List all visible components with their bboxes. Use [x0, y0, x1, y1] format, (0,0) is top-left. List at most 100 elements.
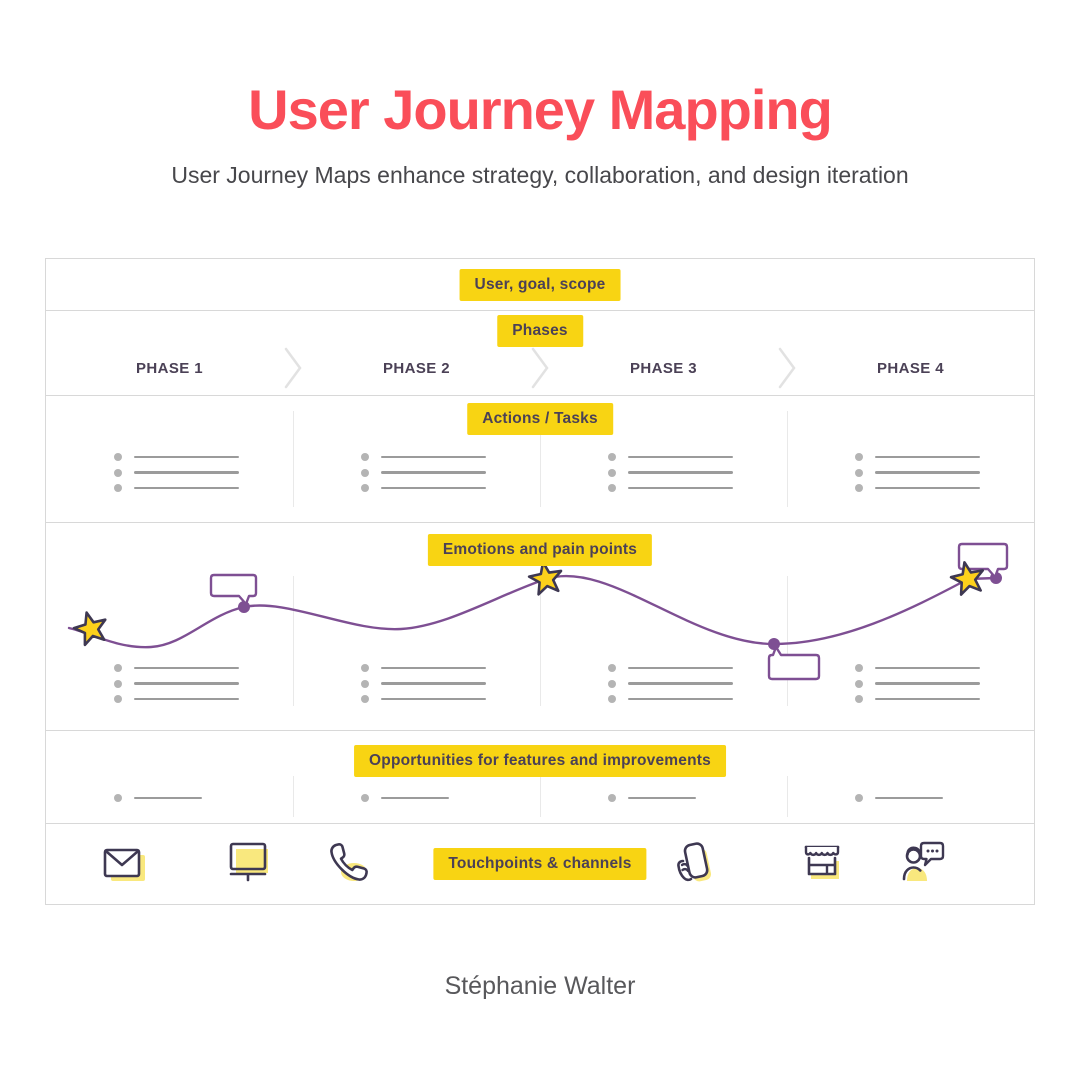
- bullet-dot: [361, 695, 369, 703]
- emotion-curve: [67, 574, 998, 649]
- opportunity-placeholder: [361, 794, 449, 810]
- placeholder-item: [361, 468, 486, 477]
- row-touchpoints: Touchpoints & channels: [46, 824, 1034, 904]
- speech-bubble-icon: [767, 645, 821, 681]
- phase-2-cell: PHASE 2: [293, 340, 540, 396]
- placeholder-item: [114, 794, 202, 802]
- bullet-dot: [114, 794, 122, 802]
- bullet-dot: [855, 664, 863, 672]
- actions-tasks-badge: Actions / Tasks: [467, 403, 613, 435]
- placeholder-line: [381, 697, 486, 701]
- emotions-badge: Emotions and pain points: [427, 534, 653, 566]
- speech-bubble-icon: [957, 542, 1009, 579]
- desktop-icon: [229, 842, 268, 882]
- email-icon: [103, 848, 145, 881]
- placeholder-item: [114, 679, 239, 688]
- speech-bubble-icon: [209, 573, 258, 606]
- placeholder-line: [381, 796, 449, 800]
- opportunity-placeholder: [114, 794, 202, 810]
- bullet-dot: [608, 695, 616, 703]
- placeholder-item: [361, 484, 486, 492]
- placeholder-line: [381, 455, 486, 459]
- placeholder-line: [134, 486, 239, 490]
- opportunity-placeholder: [608, 794, 696, 810]
- page-subtitle: User Journey Maps enhance strategy, coll…: [171, 162, 909, 188]
- user-goal-scope-badge: User, goal, scope: [459, 268, 621, 301]
- bullet-dot: [114, 453, 122, 461]
- bullet-dot: [855, 679, 863, 688]
- placeholder-item: [608, 794, 696, 802]
- bullet-dot: [608, 468, 616, 477]
- placeholder-line: [875, 666, 980, 670]
- placeholder-line: [875, 682, 980, 685]
- placeholder-item: [608, 453, 733, 461]
- phase-4-cell: PHASE 4: [787, 340, 1034, 396]
- placeholder-item: [114, 695, 239, 703]
- placeholder-line: [381, 471, 486, 474]
- placeholder-item: [361, 679, 486, 688]
- bullet-dot: [114, 664, 122, 672]
- phase-3-label: PHASE 3: [630, 359, 697, 377]
- placeholder-item: [608, 664, 733, 672]
- placeholder-line: [134, 666, 239, 670]
- bullet-dot: [855, 794, 863, 802]
- star-icon: [527, 560, 563, 596]
- row-actions-tasks: Actions / Tasks: [46, 396, 1034, 523]
- placeholder-item: [855, 453, 980, 461]
- placeholder-item: [361, 695, 486, 703]
- actions-placeholder-list: [361, 453, 486, 500]
- emotion-curve-graphic: [67, 542, 1009, 681]
- bullet-dot: [855, 453, 863, 461]
- bullet-dot: [608, 453, 616, 461]
- chevron-right-icon: [531, 347, 549, 389]
- placeholder-line: [134, 796, 202, 800]
- bullet-dot: [114, 695, 122, 703]
- actions-placeholder-list: [855, 453, 980, 500]
- chevron-right-icon: [778, 347, 796, 389]
- placeholder-line: [628, 697, 733, 701]
- placeholder-item: [608, 695, 733, 703]
- placeholder-line: [134, 682, 239, 685]
- placeholder-item: [855, 695, 980, 703]
- chevron-right-icon: [284, 347, 302, 389]
- placeholder-item: [114, 468, 239, 477]
- bullet-dot: [608, 664, 616, 672]
- touchpoints-badge: Touchpoints & channels: [433, 848, 647, 880]
- phases-badge: Phases: [497, 315, 583, 347]
- placeholder-item: [855, 679, 980, 688]
- mobile-in-hand-icon: [677, 842, 712, 882]
- phase-2-label: PHASE 2: [383, 359, 450, 377]
- phase-4-label: PHASE 4: [877, 359, 944, 377]
- placeholder-line: [381, 486, 486, 490]
- placeholder-item: [855, 794, 943, 802]
- placeholder-item: [855, 468, 980, 477]
- journey-map-frame: User, goal, scope Phases PHASE 1 PHASE 2…: [45, 258, 1035, 905]
- phase-cells: PHASE 1 PHASE 2 PHASE 3 PHASE 4: [46, 340, 1034, 396]
- phase-1-cell: PHASE 1: [46, 340, 293, 396]
- placeholder-line: [628, 796, 696, 800]
- placeholder-line: [628, 486, 733, 490]
- placeholder-line: [134, 697, 239, 701]
- actions-placeholder-list: [608, 453, 733, 500]
- placeholder-line: [628, 682, 733, 685]
- placeholder-line: [875, 455, 980, 459]
- placeholder-line: [628, 455, 733, 459]
- row-phases: Phases PHASE 1 PHASE 2 PHASE 3 PHASE 4: [46, 311, 1034, 396]
- opportunities-badge: Opportunities for features and improveme…: [354, 745, 726, 777]
- opportunity-placeholder: [855, 794, 943, 810]
- bullet-dot: [855, 468, 863, 477]
- page-title: User Journey Mapping: [248, 78, 833, 141]
- actions-placeholder-list: [114, 453, 239, 500]
- bullet-dot: [361, 484, 369, 492]
- phase-3-cell: PHASE 3: [540, 340, 787, 396]
- bullet-dot: [608, 679, 616, 688]
- placeholder-line: [628, 471, 733, 474]
- placeholder-item: [361, 664, 486, 672]
- phase-1-label: PHASE 1: [136, 359, 203, 377]
- header: User Journey Mapping User Journey Maps e…: [0, 0, 1080, 189]
- placeholder-line: [875, 697, 980, 701]
- placeholder-item: [361, 453, 486, 461]
- placeholder-line: [875, 471, 980, 474]
- emotions-placeholder-list: [114, 664, 239, 711]
